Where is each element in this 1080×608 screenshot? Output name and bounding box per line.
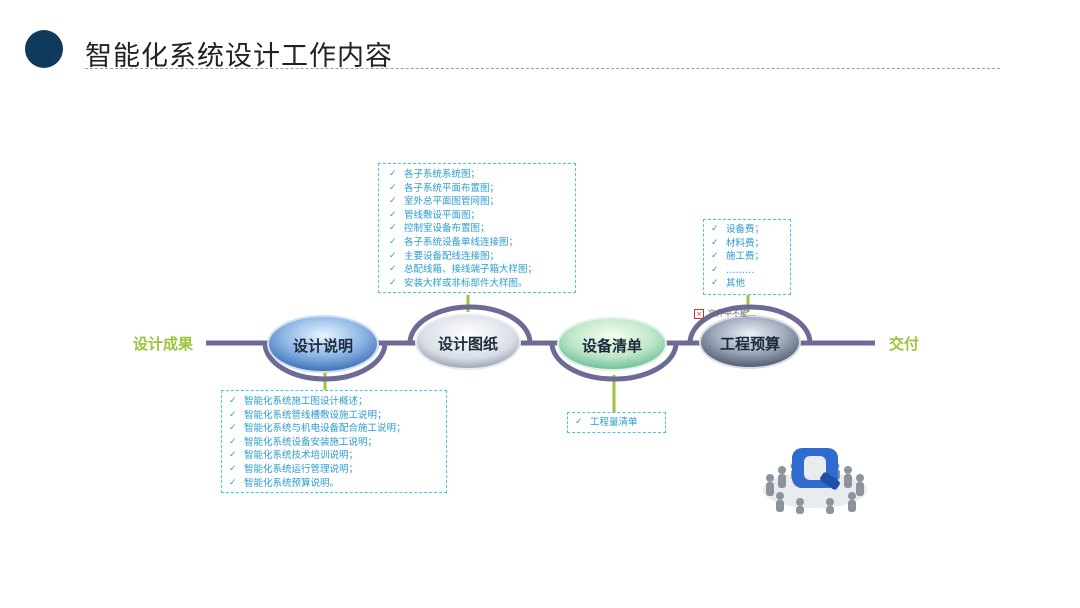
list-item: ✓各子系统设备单线连接图； (389, 236, 519, 248)
check-icon: ✓ (389, 264, 397, 275)
list-item: ✓管线敷设平面图； (389, 209, 481, 221)
title-bullet-circle (25, 30, 63, 68)
check-icon: ✓ (389, 169, 397, 179)
list-item: ✓智能化系统与机电设备配合施工说明； (229, 423, 406, 435)
check-icon: ✓ (575, 417, 583, 427)
broken-image-placeholder: × 文件中不能… (694, 308, 756, 319)
stage-label-3: 设备清单 (581, 337, 642, 355)
description-list-box: ✓智能化系统施工图设计概述； ✓智能化系统管线槽敷设施工说明； ✓智能化系统与机… (221, 390, 447, 493)
check-icon: ✓ (389, 223, 397, 234)
check-icon: ✓ (229, 477, 237, 488)
check-icon: ✓ (711, 278, 719, 289)
check-icon: ✓ (229, 450, 237, 461)
arc-stage-3 (549, 342, 679, 382)
check-icon: ✓ (229, 463, 237, 474)
list-item: ✓主要设备配线连接图； (389, 250, 500, 262)
list-item: ✓材料费； (711, 237, 765, 249)
check-icon: ✓ (229, 409, 237, 420)
check-icon: ✓ (389, 277, 397, 288)
stage-label-4: 工程预算 (719, 335, 780, 353)
list-item: ✓控制室设备布置图； (389, 223, 490, 235)
broken-image-icon: × (694, 308, 704, 319)
broken-image-alt: 文件中不能… (708, 309, 756, 318)
arc-stage-1 (262, 342, 388, 382)
list-item: ✓智能化系统预算说明。 (229, 477, 340, 489)
list-item: ✓智能化系统技术培训说明； (229, 450, 359, 462)
stage-oval-1 (267, 315, 379, 373)
arc-stage-2 (407, 304, 533, 344)
check-icon: ✓ (711, 237, 719, 248)
list-item: ✓总配线箱、接线端子箱大样图； (389, 264, 538, 276)
arc-stage-4 (687, 304, 813, 344)
check-icon: ✓ (389, 250, 397, 261)
stage-label-2: 设计图纸 (437, 335, 498, 353)
list-item: ✓其他 (711, 278, 746, 290)
check-icon: ✓ (229, 423, 237, 434)
list-item: ✓安装大样或非标部件大样图。 (389, 277, 528, 289)
drawings-list-box: ✓各子系统系统图； ✓各子系统平面布置图； ✓室外总平面图管网图； ✓管线敷设平… (378, 163, 576, 293)
list-item: ✓施工费； (711, 251, 765, 263)
check-icon: ✓ (389, 209, 397, 220)
equipment-list-box: ✓工程量清单 (567, 412, 666, 433)
list-item: ✓工程量清单 (575, 417, 638, 428)
check-icon: ✓ (389, 236, 397, 247)
stage-oval-3 (557, 317, 667, 371)
title-divider (85, 68, 1000, 69)
list-item: ✓设备费； (711, 224, 765, 235)
check-icon: ✓ (229, 396, 237, 406)
list-item: ✓各子系统系统图； (389, 169, 481, 180)
list-item: ✓室外总平面图管网图； (389, 196, 500, 208)
check-icon: ✓ (389, 196, 397, 207)
check-icon: ✓ (711, 224, 719, 234)
stage-oval-4 (699, 315, 801, 369)
list-item: ✓智能化系统管线槽敷设施工说明； (229, 409, 387, 421)
page-title: 智能化系统设计工作内容 (85, 41, 393, 72)
check-icon: ✓ (389, 182, 397, 193)
stage-label-1: 设计说明 (292, 337, 353, 355)
start-label: 设计成果 (133, 335, 194, 353)
list-item: ✓各子系统平面布置图； (389, 182, 500, 194)
list-item: ✓智能化系统施工图设计概述； (229, 396, 368, 407)
list-item: ✓……… (711, 264, 755, 276)
stage-oval-2 (415, 314, 521, 370)
end-label: 交付 (889, 335, 920, 353)
check-icon: ✓ (711, 251, 719, 262)
check-icon: ✓ (229, 436, 237, 447)
list-item: ✓智能化系统设备安装施工说明； (229, 436, 378, 448)
check-icon: ✓ (711, 264, 719, 275)
list-item: ✓智能化系统运行管理说明； (229, 463, 359, 475)
budget-list-box: ✓设备费； ✓材料费； ✓施工费； ✓……… ✓其他 (703, 219, 791, 295)
teamwork-q-illustration (763, 448, 867, 514)
